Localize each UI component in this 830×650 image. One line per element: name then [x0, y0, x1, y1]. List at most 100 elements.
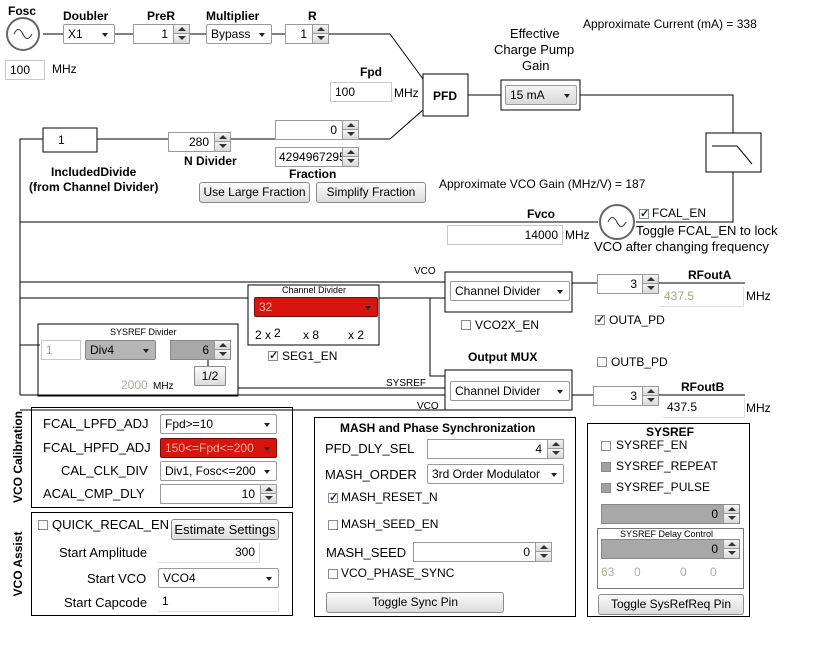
- r-stepper[interactable]: 1: [285, 24, 329, 44]
- fraction-den-value[interactable]: 4294967295: [279, 150, 342, 164]
- sysref-delay-readout-2: 0: [634, 565, 641, 579]
- acal-cmp-dly-label: ACAL_CMP_DLY: [43, 486, 145, 501]
- sysref-pulse-count-value[interactable]: 0: [711, 507, 718, 521]
- fraction-num-spin-arrows[interactable]: [342, 121, 358, 139]
- sysref-half-button[interactable]: 1/2: [194, 366, 226, 386]
- estimate-settings-button[interactable]: Estimate Settings: [171, 519, 279, 540]
- simplify-fraction-button[interactable]: Simplify Fraction: [316, 182, 426, 203]
- sysref-delay-title: SYSREF Delay Control: [620, 529, 714, 539]
- output-mux-a-select[interactable]: Channel Divider: [450, 281, 570, 301]
- mash-reset-n-checkbox[interactable]: [328, 491, 338, 504]
- start-vco-select[interactable]: VCO4: [158, 568, 279, 588]
- rfoutb-power-value[interactable]: 3: [630, 389, 637, 403]
- sysref-divider-select[interactable]: Div4: [85, 340, 156, 360]
- mash-panel-title: MASH and Phase Synchronization: [340, 421, 536, 435]
- mash-seed-stepper[interactable]: 0: [413, 542, 552, 562]
- multiplier-select[interactable]: Bypass: [206, 24, 272, 44]
- fosc-input[interactable]: 100: [5, 60, 45, 80]
- r-value[interactable]: 1: [300, 27, 307, 41]
- prer-spin-arrows[interactable]: [173, 25, 189, 43]
- fvco-input[interactable]: 14000: [447, 225, 563, 245]
- fpd-input[interactable]: 100: [330, 82, 392, 102]
- start-capcode-input[interactable]: 1: [158, 592, 279, 612]
- r-spin-arrows[interactable]: [312, 25, 328, 43]
- rfoutb-spin-arrows[interactable]: [642, 387, 658, 405]
- sysref-pulse-count-stepper[interactable]: 0: [601, 504, 740, 524]
- fcal-toggle-hint-1: Toggle FCAL_EN to lock: [636, 223, 778, 238]
- sysref-pulse-count-spin-arrows[interactable]: [723, 505, 739, 523]
- rfouta-spin-arrows[interactable]: [642, 275, 658, 293]
- vco-phase-sync-label: VCO_PHASE_SYNC: [341, 566, 455, 580]
- acal-cmp-dly-stepper[interactable]: 10: [160, 484, 277, 504]
- rfouta-power-stepper[interactable]: 3: [597, 274, 659, 294]
- use-large-fraction-button[interactable]: Use Large Fraction: [199, 182, 310, 203]
- toggle-sysrefreq-pin-button[interactable]: Toggle SysRefReq Pin: [598, 594, 744, 615]
- fcal-en-checkbox[interactable]: [639, 207, 649, 220]
- loop-filter-icon: [706, 133, 761, 172]
- prer-label: PreR: [147, 9, 176, 23]
- prer-value[interactable]: 1: [161, 27, 168, 41]
- start-amplitude-input[interactable]: 300: [158, 543, 260, 563]
- rfoutb-unit: MHz: [746, 401, 771, 415]
- sysref-delay-readout-3: 0: [680, 565, 687, 579]
- fraction-den-stepper[interactable]: 4294967295: [275, 147, 359, 167]
- channel-divider-title: Channel Divider: [282, 285, 347, 295]
- cp-gain-select[interactable]: 15 mA: [505, 85, 577, 105]
- sysref-freq-value: 2000: [121, 378, 148, 392]
- sysref-divider-value[interactable]: 6: [202, 343, 209, 357]
- mash-seed-value[interactable]: 0: [523, 545, 530, 559]
- seg1-en-checkbox[interactable]: [268, 349, 278, 362]
- rfouta-power-value[interactable]: 3: [630, 277, 637, 291]
- fpd-label: Fpd: [360, 65, 382, 79]
- vco-assist-panel: [31, 512, 293, 616]
- vco-phase-sync-checkbox[interactable]: [328, 569, 338, 579]
- rfouta-label: RFoutA: [688, 268, 732, 282]
- outb-pd-checkbox[interactable]: [597, 357, 607, 367]
- rfoutb-power-stepper[interactable]: 3: [593, 386, 659, 406]
- sysref-divider-stepper[interactable]: 6: [170, 340, 231, 360]
- prer-stepper[interactable]: 1: [133, 24, 190, 44]
- fraction-den-spin-arrows[interactable]: [342, 148, 358, 166]
- mash-seed-spin-arrows[interactable]: [535, 543, 551, 561]
- acal-cmp-dly-value[interactable]: 10: [241, 487, 255, 501]
- fraction-num-stepper[interactable]: 0: [275, 120, 359, 140]
- pfd-dly-sel-value[interactable]: 4: [535, 442, 542, 456]
- fcal-hpfd-adj-select[interactable]: 150<=Fpd<=200: [160, 438, 277, 458]
- doubler-select[interactable]: X1: [63, 24, 115, 44]
- vco-calibration-section-label: VCO Calibration: [11, 410, 25, 503]
- sysref-en-checkbox[interactable]: [601, 441, 611, 451]
- acal-cmp-dly-spin-arrows[interactable]: [260, 485, 276, 503]
- vco-wire-label-2: VCO: [417, 401, 439, 412]
- fcal-lpfd-adj-select[interactable]: Fpd>=10: [160, 414, 277, 434]
- toggle-sync-pin-button[interactable]: Toggle Sync Pin: [326, 592, 504, 613]
- n-divider-stepper[interactable]: 280: [168, 132, 231, 152]
- mash-order-select[interactable]: 3rd Order Modulator: [427, 464, 564, 484]
- pfd-dly-sel-stepper[interactable]: 4: [427, 439, 564, 459]
- sysref-delay-stepper[interactable]: 0: [601, 539, 740, 559]
- sysref-divider-title: SYSREF Divider: [110, 327, 177, 337]
- mash-seed-en-checkbox[interactable]: [328, 520, 338, 530]
- included-divide-label-2: (from Channel Divider): [29, 180, 159, 194]
- seg-value-1: 2: [274, 326, 281, 340]
- n-divider-spin-arrows[interactable]: [214, 133, 230, 151]
- cal-clk-div-select[interactable]: Div1, Fosc<=200: [160, 461, 277, 481]
- channel-divider-select[interactable]: 32: [254, 297, 378, 317]
- output-mux-b-select[interactable]: Channel Divider: [450, 381, 570, 401]
- pfd-dly-sel-spin-arrows[interactable]: [547, 440, 563, 458]
- n-divider-value[interactable]: 280: [188, 135, 209, 149]
- cp-gain-label-2: Charge Pump: [494, 42, 575, 57]
- fraction-num-value[interactable]: 0: [330, 123, 337, 137]
- fosc-unit: MHz: [52, 62, 77, 76]
- seg-text-1: 2 x: [255, 328, 272, 342]
- cp-gain-label-1: Effective: [510, 26, 560, 41]
- sysref-pulse-checkbox[interactable]: [601, 483, 611, 493]
- quick-recal-en-checkbox[interactable]: [38, 520, 48, 530]
- output-mux-label: Output MUX: [468, 350, 538, 364]
- sysref-delay-spin-arrows[interactable]: [723, 540, 739, 558]
- mash-panel: [314, 417, 576, 617]
- sysref-repeat-checkbox[interactable]: [601, 462, 611, 472]
- vco2x-en-checkbox[interactable]: [461, 320, 471, 330]
- sysref-divider-spin-arrows[interactable]: [214, 341, 230, 359]
- outa-pd-checkbox[interactable]: [595, 313, 605, 326]
- sysref-delay-value[interactable]: 0: [711, 542, 718, 556]
